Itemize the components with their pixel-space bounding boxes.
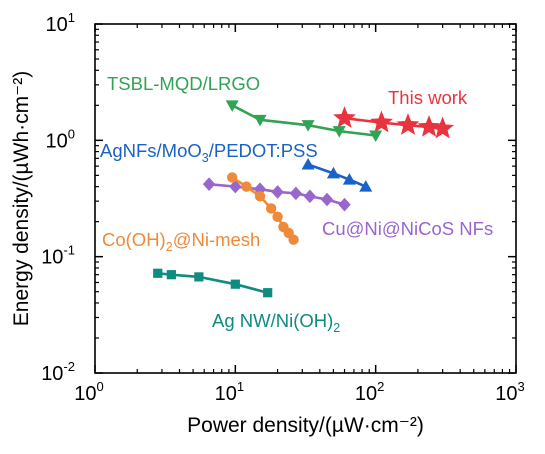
series-labels: This work TSBL-MQD/LRGO AgNFs/MoO3/PEDOT:P… (100, 73, 493, 335)
series-label: Co(OH)2@Ni-mesh (102, 229, 260, 254)
data-point (166, 270, 176, 280)
series-label: TSBL-MQD/LRGO (107, 73, 260, 94)
series-4 (227, 172, 299, 245)
plot-frame (94, 23, 517, 374)
data-point (202, 177, 216, 191)
data-point (417, 115, 441, 137)
data-point (254, 191, 266, 202)
x-tick-base: 10 (495, 383, 517, 405)
data-point (265, 203, 277, 214)
series-0 (333, 106, 455, 139)
data-point (227, 172, 238, 183)
y-tick-base: 10 (41, 363, 63, 385)
data-point (303, 189, 317, 204)
y-tick-base: 10 (46, 14, 68, 36)
series-label: This work (388, 87, 468, 108)
data-point (241, 181, 252, 192)
x-tick-exponent: 3 (518, 379, 525, 394)
y-tick-exponent: 0 (68, 126, 75, 141)
series-layer (153, 100, 455, 298)
data-point (396, 113, 420, 135)
data-point (272, 211, 283, 223)
data-point (225, 100, 239, 112)
series-line (307, 163, 367, 188)
series-3 (202, 177, 351, 212)
data-point (370, 110, 393, 133)
x-tick-exponent: 2 (377, 379, 384, 394)
y-tick-label: 10-2 (41, 359, 75, 385)
data-point (338, 197, 351, 212)
y-tick-base: 10 (41, 247, 63, 269)
series-label-text: TSBL-MQD/LRGO (107, 73, 260, 94)
series-label: Cu@Ni@NiCoS NFs (322, 218, 493, 239)
x-tick-exponent: 0 (97, 379, 104, 394)
data-point (230, 279, 240, 289)
series-label-text: /PEDOT:PSS (209, 140, 318, 161)
data-point (229, 179, 242, 194)
series-1 (225, 100, 383, 143)
data-point (253, 114, 267, 127)
data-point (332, 126, 346, 138)
x-tick-exponent: 1 (237, 379, 244, 394)
y-tick-label: 101 (46, 10, 75, 36)
series-label-text: AgNFs/MoO (100, 140, 202, 161)
data-point (289, 186, 303, 201)
series-label-subscript: 2 (333, 321, 340, 335)
series-label-text: Ag NW/Ni(OH) (212, 310, 333, 331)
x-tick-label: 101 (215, 379, 244, 405)
data-point (342, 173, 356, 185)
x-tick-label: 103 (495, 379, 524, 405)
data-point (326, 166, 340, 179)
x-axis-title: Power density/(µW·cm⁻²) (187, 414, 424, 437)
data-point (301, 157, 315, 170)
data-point (431, 116, 455, 139)
y-tick-label: 100 (46, 126, 75, 152)
series-label-text: This work (388, 87, 468, 108)
series-label-text: Co(OH) (102, 229, 166, 250)
data-point (369, 130, 383, 143)
data-point (359, 180, 373, 192)
y-tick-label: 10-1 (41, 243, 75, 269)
y-tick-base: 10 (46, 130, 68, 152)
y-tick-exponent: -1 (63, 243, 75, 258)
series-5 (153, 268, 273, 298)
series-2 (301, 157, 373, 192)
data-point (333, 106, 356, 128)
series-label-subscript: 2 (166, 240, 173, 254)
x-tick-label: 102 (355, 379, 384, 405)
series-label-text: @Ni-mesh (173, 229, 261, 250)
y-tick-exponent: 1 (68, 10, 75, 25)
series-label: AgNFs/MoO3/PEDOT:PSS (100, 140, 318, 165)
series-label: Ag NW/Ni(OH)2 (212, 310, 340, 335)
x-tick-base: 10 (215, 383, 237, 405)
series-label-text: Cu@Ni@NiCoS NFs (322, 218, 493, 239)
y-axis-title: Energy density/(µWh·cm⁻²) (10, 71, 33, 326)
data-point (271, 185, 284, 199)
data-point (301, 120, 315, 132)
data-point (153, 268, 163, 278)
x-tick-label: 100 (74, 379, 103, 405)
series-label-subscript: 3 (202, 151, 209, 165)
x-tick-base: 10 (74, 383, 96, 405)
data-point (320, 192, 334, 207)
data-point (288, 234, 299, 245)
data-point (194, 272, 204, 282)
x-tick-base: 10 (355, 383, 377, 405)
y-tick-exponent: -2 (63, 359, 75, 374)
data-point (263, 288, 273, 298)
